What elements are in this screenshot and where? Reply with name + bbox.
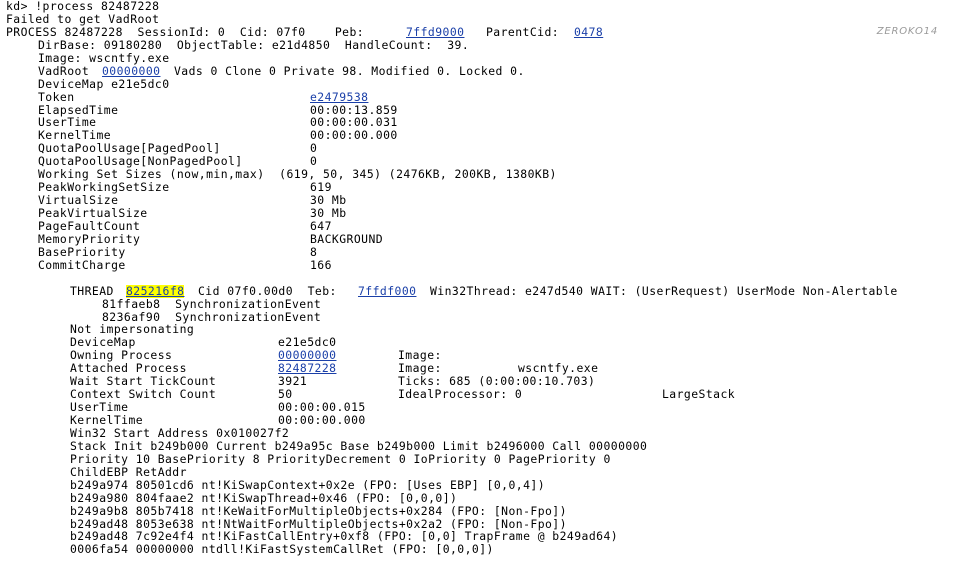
output-text: MemoryPriority <box>38 231 141 246</box>
output-text: 30 Mb <box>310 206 347 220</box>
output-text: Image: <box>398 361 442 376</box>
output-text: QuotaPoolUsage[PagedPool] <box>38 141 221 156</box>
output-text: Ticks: 685 (0:00:00:10.703) <box>398 374 596 389</box>
output-text: Vads 0 Clone 0 Private 98. Modified 0. L… <box>174 63 525 78</box>
output-text: wscntfy.exe <box>518 361 599 376</box>
output-text: 166 <box>310 257 332 272</box>
output-text: kd> !process 82487228 <box>6 0 160 13</box>
output-text: Priority 10 BasePriority 8 PriorityDecre… <box>70 451 611 466</box>
output-text: Stack Init b249b000 Current b249a95c Bas… <box>70 438 648 453</box>
output-text: DirBase: 09180280 ObjectTable: e21d4850 … <box>38 37 470 52</box>
output-text: 619 <box>310 180 332 195</box>
address-link[interactable]: 0478 <box>574 24 604 39</box>
output-text: KernelTime <box>70 413 144 427</box>
output-text: Owning Process <box>70 348 173 363</box>
output-text: Failed to get VadRoot <box>6 11 160 26</box>
output-text: CommitCharge <box>38 257 126 272</box>
output-text: 00:00:00.015 <box>278 400 366 415</box>
output-text: THREAD <box>70 283 122 298</box>
output-text: b249a974 80501cd6 nt!KiSwapContext+0x2e … <box>70 477 546 492</box>
output-text: UserTime <box>38 115 97 130</box>
output-text: 0006fa54 00000000 ntdll!KiFastSystemCall… <box>70 542 494 557</box>
address-link[interactable]: 00000000 <box>278 348 337 363</box>
output-text: ChildEBP RetAddr <box>70 464 187 479</box>
output-text: QuotaPoolUsage[NonPagedPool] <box>38 154 243 169</box>
output-text: Working Set Sizes (now,min,max) (619, 50… <box>38 167 557 182</box>
output-text: Image: <box>398 348 442 363</box>
output-text: 00:00:00.000 <box>278 413 366 427</box>
output-text: PROCESS 82487228 SessionId: 0 Cid: 07f0 … <box>6 24 372 39</box>
output-text: 30 Mb <box>310 193 347 208</box>
output-text: b249a9b8 805b7418 nt!KeWaitForMultipleOb… <box>70 503 567 518</box>
output-text: Image: wscntfy.exe <box>38 50 170 65</box>
address-link[interactable]: e2479538 <box>310 89 369 104</box>
address-link[interactable]: 82487228 <box>278 361 337 376</box>
output-text: BACKGROUND <box>310 231 384 246</box>
address-link[interactable]: 7ffdf000 <box>358 283 417 298</box>
output-text: 50 <box>278 387 293 402</box>
output-text: Cid 07f0.00d0 Teb: <box>198 283 345 298</box>
output-text: Attached Process <box>70 361 187 376</box>
output-text: b249ad48 7c92e4f4 nt!KiFastCallEntry+0xf… <box>70 529 619 544</box>
output-text: VadRoot <box>38 63 97 78</box>
output-text: PeakVirtualSize <box>38 206 148 220</box>
output-text: PageFaultCount <box>38 218 141 233</box>
output-text: 0 <box>310 154 318 169</box>
output-text: 647 <box>310 218 332 233</box>
watermark: ZEROKO14 <box>876 26 938 37</box>
address-link[interactable]: 00000000 <box>102 63 161 78</box>
output-text: DeviceMap e21e5dc0 <box>38 76 170 91</box>
output-text: 8 <box>310 244 318 259</box>
output-text: ElapsedTime <box>38 102 119 117</box>
output-text: IdealProcessor: 0 <box>398 387 523 402</box>
output-text: b249ad48 8053e638 nt!NtWaitForMultipleOb… <box>70 516 567 531</box>
output-text: 3921 <box>278 374 308 389</box>
output-text: 00:00:00.031 <box>310 115 398 130</box>
output-text: e21e5dc0 <box>278 335 337 350</box>
output-text: Win32 Start Address 0x010027f2 <box>70 425 290 440</box>
output-text: Context Switch Count <box>70 387 217 402</box>
output-text: VirtualSize <box>38 193 119 208</box>
output-text: DeviceMap <box>70 335 136 350</box>
output-text: LargeStack <box>662 387 736 402</box>
output-text: UserTime <box>70 400 129 415</box>
output-text: Win32Thread: e247d540 WAIT: (UserRequest… <box>430 283 898 298</box>
output-text: BasePriority <box>38 244 126 259</box>
output-text: Wait Start TickCount <box>70 374 217 389</box>
output-text: 00:00:13.859 <box>310 102 398 117</box>
address-link[interactable]: 825216f8 <box>126 283 185 298</box>
output-text: KernelTime <box>38 128 112 143</box>
output-text: Not impersonating <box>70 322 195 337</box>
output-text: 81ffaeb8 SynchronizationEvent <box>102 296 322 311</box>
output-text: ParentCid: <box>486 24 567 39</box>
output-text: 0 <box>310 141 318 156</box>
output-text: 00:00:00.000 <box>310 128 398 143</box>
output-text: 8236af90 SynchronizationEvent <box>102 309 322 324</box>
output-text: Token <box>38 89 75 104</box>
output-text: PeakWorkingSetSize <box>38 180 170 195</box>
output-text: b249a980 804faae2 nt!KiSwapThread+0x46 (… <box>70 490 458 505</box>
address-link[interactable]: 7ffd9000 <box>406 24 465 39</box>
